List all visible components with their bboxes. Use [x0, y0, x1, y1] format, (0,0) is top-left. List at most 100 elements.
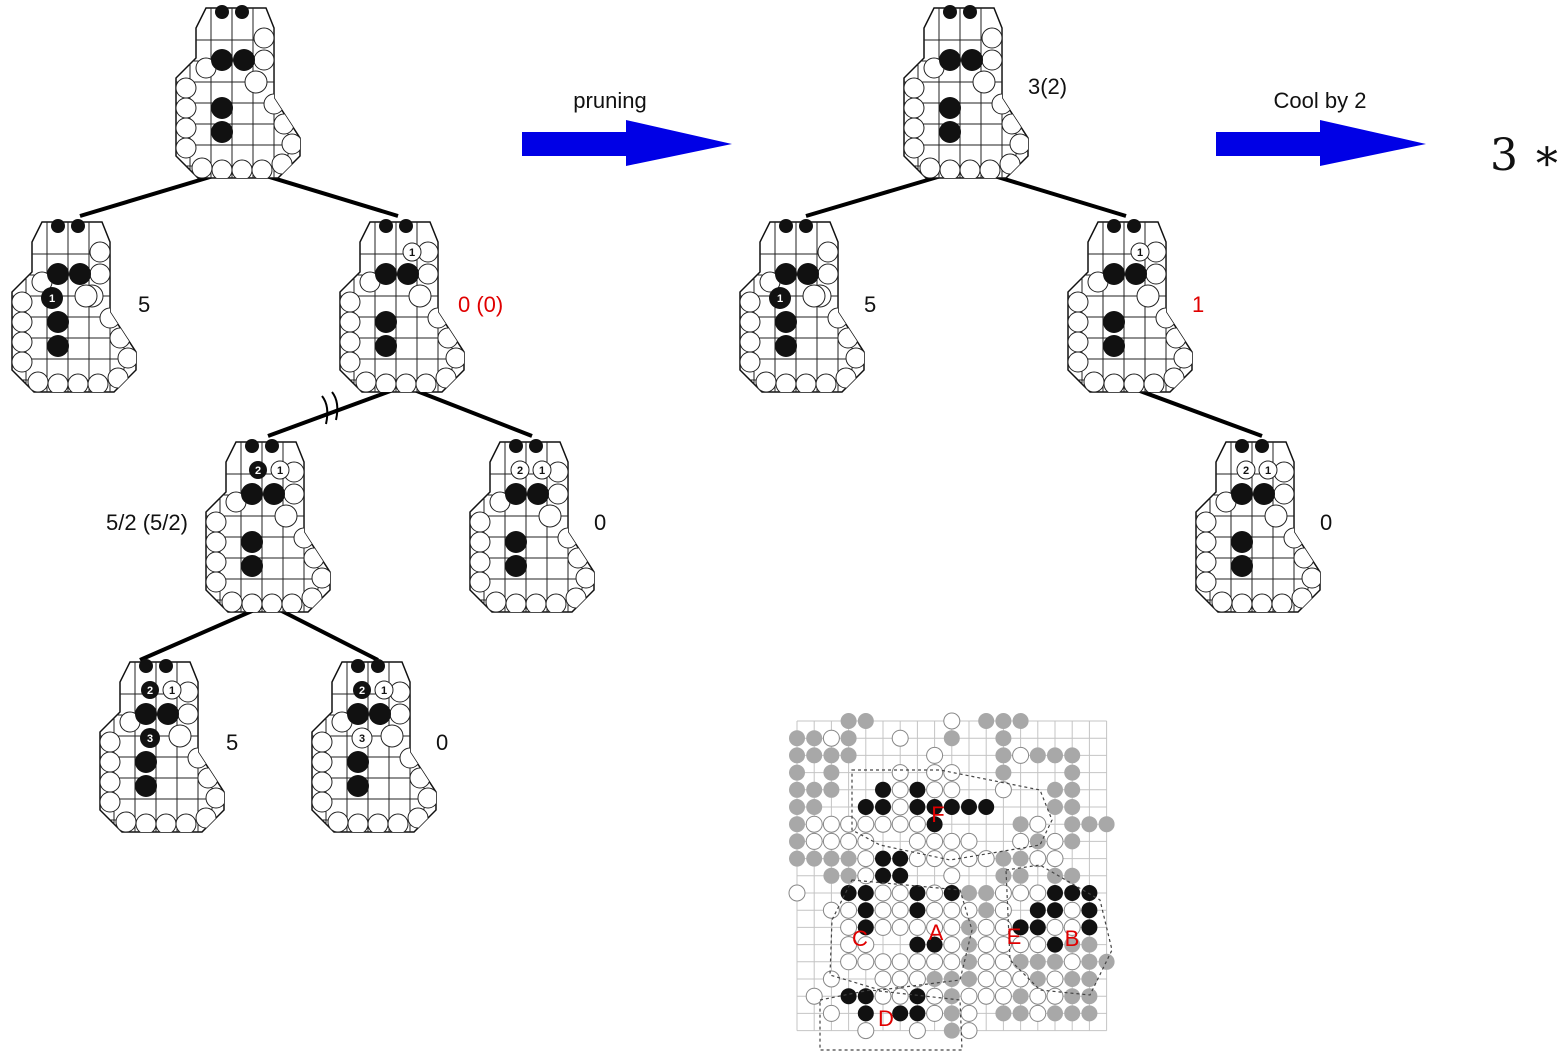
full-board-stone — [840, 953, 858, 971]
full-board-stone — [1064, 816, 1081, 833]
full-board-stone — [1047, 885, 1063, 901]
full-board-stone — [926, 953, 944, 971]
full-board-stone — [1081, 971, 1098, 987]
region-outlines — [819, 769, 1113, 1051]
right-tree: 3(2) 1 5 1 1 2 1 0 — [740, 5, 1332, 614]
full-board-stone — [977, 850, 995, 868]
full-board-stone — [1081, 919, 1098, 936]
full-board-stone — [960, 1004, 978, 1022]
full-board-stone — [995, 747, 1012, 764]
full-board-stone — [806, 730, 823, 747]
full-board-stone — [1098, 816, 1115, 833]
full-board-stone — [891, 953, 909, 971]
region-labels: A B C D E F — [852, 802, 1079, 1031]
board-child-right: 1 — [340, 219, 466, 394]
full-board-stone — [822, 970, 840, 988]
full-board-stone — [943, 953, 961, 971]
board-grand-left: 2 1 — [206, 439, 332, 614]
label-grand-left: 5/2 (5/2) — [106, 510, 188, 535]
prune-cut-mark — [321, 391, 339, 425]
full-board-stone — [1047, 953, 1063, 970]
full-board-stone — [840, 918, 858, 936]
full-board-stone — [1047, 902, 1063, 919]
full-board-stone — [943, 971, 960, 987]
svg-text:2: 2 — [147, 685, 153, 697]
full-board-stone — [1064, 936, 1081, 953]
full-board-stone — [977, 918, 995, 936]
full-board-stone — [978, 885, 995, 901]
full-board-stone — [823, 781, 840, 798]
full-board-stone — [994, 987, 1012, 1005]
full-board-stone — [857, 832, 875, 850]
full-board-stone — [857, 815, 875, 833]
full-board-stone — [961, 953, 977, 970]
full-board-stone — [926, 901, 944, 919]
full-board-stone — [926, 1004, 944, 1022]
full-board-stone — [943, 832, 961, 850]
label-child-left: 5 — [138, 292, 150, 317]
full-board-stone — [891, 764, 909, 782]
board-right-child-left: 1 — [740, 219, 866, 394]
board-right-child-right: 1 — [1068, 219, 1194, 394]
label-grand-right: 0 — [594, 510, 606, 535]
full-board-stone — [1047, 936, 1063, 953]
full-board-stone — [1064, 781, 1081, 798]
region-label-f: F — [931, 802, 944, 827]
region-label-d: D — [878, 1006, 894, 1031]
full-board-stone — [1047, 867, 1063, 884]
full-board-stone — [1012, 988, 1029, 1005]
full-board-stone — [1047, 747, 1063, 764]
full-board-stone — [960, 1022, 978, 1040]
full-board-stone — [874, 884, 892, 902]
full-board-stone — [995, 850, 1012, 867]
svg-text:2: 2 — [1243, 465, 1249, 477]
full-board-stone — [857, 919, 874, 936]
full-board-stone — [943, 988, 960, 1005]
full-board-stone — [874, 901, 892, 919]
full-board-stone — [1029, 971, 1046, 987]
full-board-stone — [806, 799, 823, 815]
svg-text:3: 3 — [359, 733, 365, 745]
full-board-stone — [1064, 1005, 1081, 1022]
full-board-stone — [1012, 867, 1029, 884]
result-value: 3 ∗ — [1490, 130, 1561, 181]
region-label-b: B — [1065, 926, 1080, 951]
full-board-stone — [960, 850, 978, 868]
board-child-left: 1 — [12, 219, 138, 394]
full-board-stone — [1029, 833, 1046, 850]
full-board-stone — [857, 885, 874, 901]
full-board-stone — [961, 936, 977, 953]
full-board-stone — [1012, 816, 1029, 833]
full-board-stone — [1012, 953, 1029, 970]
full-board-stone — [926, 746, 944, 764]
full-board-stone — [1012, 936, 1030, 954]
full-board-stone — [805, 987, 823, 1005]
svg-text:2: 2 — [359, 685, 365, 697]
full-board-stone — [908, 832, 926, 850]
region-label-a: A — [929, 920, 944, 945]
full-board-stone — [961, 919, 977, 936]
full-board-stone — [926, 850, 944, 868]
full-board-stone — [909, 1005, 926, 1022]
full-board-stone — [891, 729, 909, 747]
full-board-stone — [789, 764, 805, 781]
full-board-stone — [1047, 799, 1063, 815]
full-board-stone — [806, 850, 823, 867]
full-board-stone — [909, 902, 926, 919]
full-board-stone — [789, 833, 805, 850]
full-board-stone — [961, 971, 977, 987]
full-board-stone — [995, 1005, 1012, 1022]
board-grand-right: 2 1 — [470, 439, 596, 614]
full-board-stone — [892, 867, 909, 884]
full-board-stone — [995, 867, 1012, 884]
full-board-stone — [943, 764, 961, 782]
full-board-stone — [806, 747, 823, 764]
full-board-stone — [1081, 936, 1098, 953]
full-board-stone — [1029, 815, 1047, 833]
full-board-stone — [1012, 1005, 1029, 1022]
full-board-stone — [995, 764, 1012, 781]
full-board-stone — [840, 730, 857, 747]
label-child-right: 0 (0) — [458, 292, 503, 317]
full-board-stone — [1063, 901, 1081, 919]
